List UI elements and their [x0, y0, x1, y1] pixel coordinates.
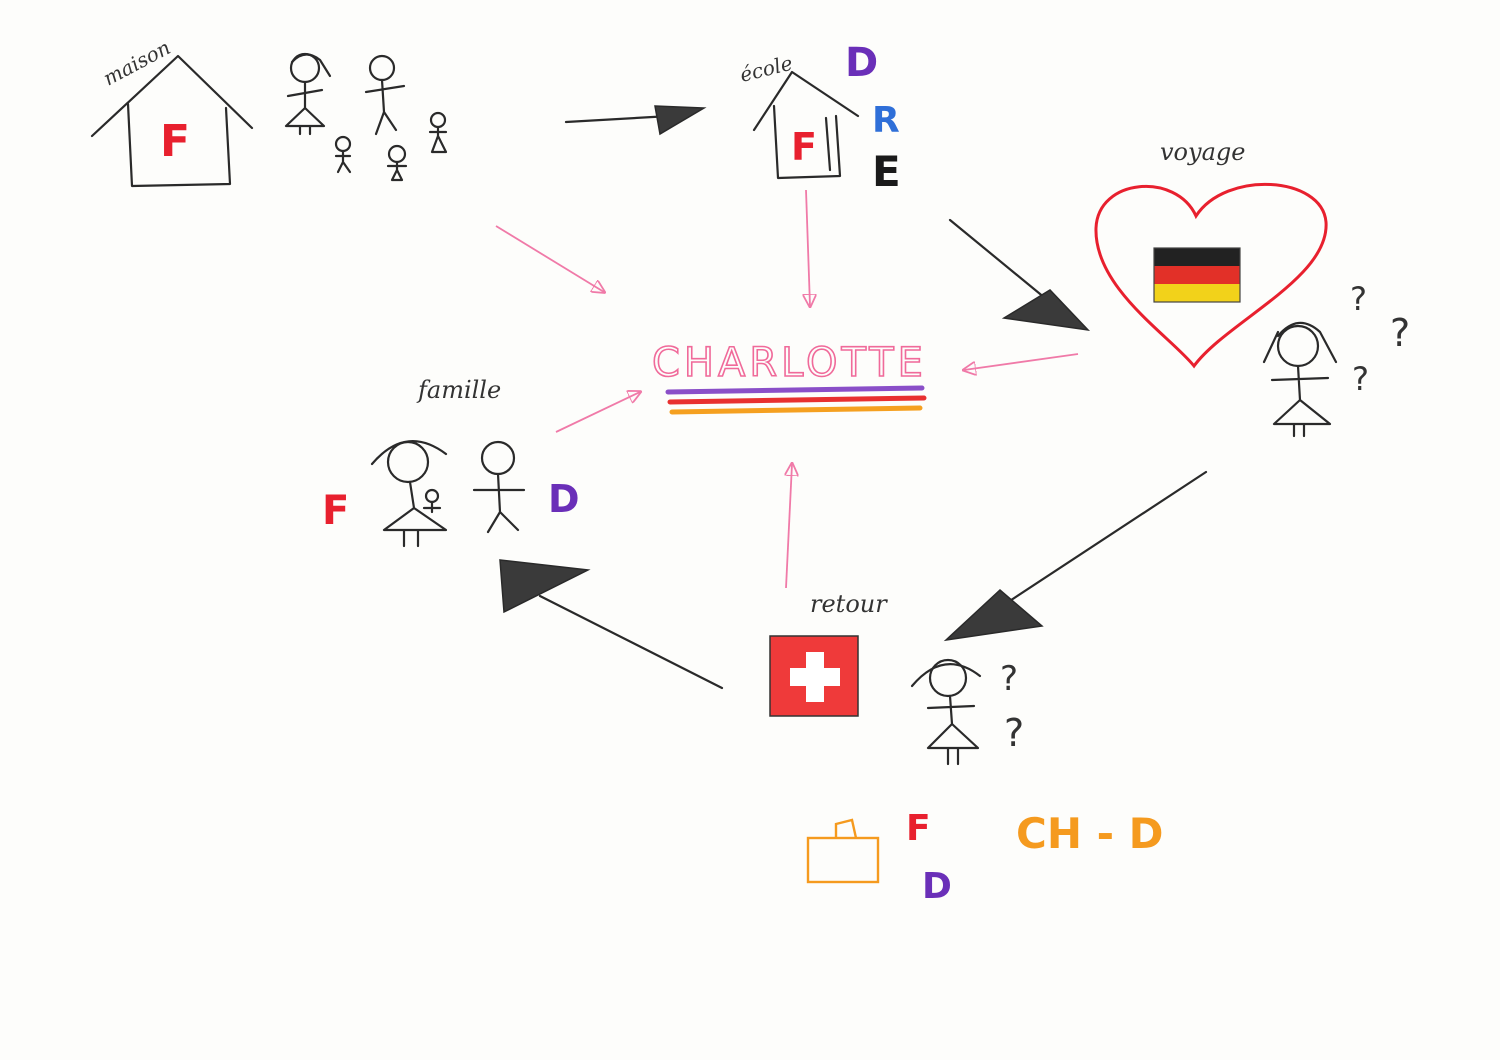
ecole-letter-d: D [845, 40, 878, 86]
stick-figure-icon [364, 54, 406, 136]
stick-figure-icon [472, 440, 526, 534]
bottom-letter-f: F [906, 808, 931, 849]
ecole-letter-e: E [872, 147, 901, 196]
maison-house-letter: F [160, 116, 190, 167]
bag-icon [806, 818, 880, 884]
stick-figure-icon [386, 144, 408, 182]
arrow-famille-to-charlotte [555, 392, 640, 433]
ecole-house-letter: F [791, 125, 817, 169]
pink-arrows [495, 189, 1079, 589]
famille-letter-d: D [548, 477, 580, 521]
retour-question-1: ? [1000, 659, 1018, 699]
ecole-group: F école D R E [737, 40, 900, 196]
arrow-ecole-to-charlotte [806, 189, 810, 306]
stick-figure-icon [428, 111, 448, 154]
house-icon [90, 54, 254, 188]
swiss-flag-icon [769, 635, 859, 717]
stick-figure-icon [370, 440, 448, 548]
voyage-question-2: ? [1390, 311, 1410, 355]
retour-label: retour [810, 590, 888, 618]
school-icon [752, 70, 860, 180]
famille-letter-f: F [322, 488, 349, 534]
maison-label: maison [99, 35, 174, 90]
arrow-maison-to-charlotte [495, 225, 604, 292]
stick-figure-icon [1262, 321, 1338, 438]
arrow-voyage-to-retour [943, 470, 1208, 642]
german-flag-icon [1153, 247, 1241, 303]
voyage-question-3: ? [1352, 360, 1369, 398]
tricolor-underline [665, 385, 927, 415]
ecole-letter-r: R [872, 100, 900, 141]
bottom-letter-d: D [922, 866, 952, 907]
retour-group: retour ? ? [769, 590, 1024, 766]
bottom-languages-chd: CH - D [1016, 809, 1164, 858]
voyage-group: voyage ? ? ? [1094, 138, 1410, 438]
stick-figure-icon [910, 658, 982, 766]
voyage-label: voyage [1160, 138, 1245, 166]
arrow-maison-to-ecole [564, 105, 707, 136]
famille-label: famille [416, 376, 501, 404]
maison-group: F maison [90, 35, 448, 188]
heart-icon [1094, 182, 1328, 369]
voyage-question-1: ? [1350, 280, 1367, 318]
stick-figure-icon [284, 52, 332, 136]
retour-question-2: ? [1004, 711, 1024, 755]
bottom-languages-group: F D CH - D [806, 808, 1164, 907]
arrow-voyage-to-charlotte [964, 353, 1079, 370]
famille-group: famille F D [322, 376, 580, 548]
arrow-ecole-to-voyage [948, 218, 1091, 332]
center-label: CHARLOTTE [652, 340, 927, 386]
arrow-retour-to-famille [499, 559, 724, 690]
arrow-retour-to-charlotte [786, 464, 792, 589]
charlotte-center: CHARLOTTE [651, 339, 927, 415]
stick-figure-icon [334, 135, 352, 174]
